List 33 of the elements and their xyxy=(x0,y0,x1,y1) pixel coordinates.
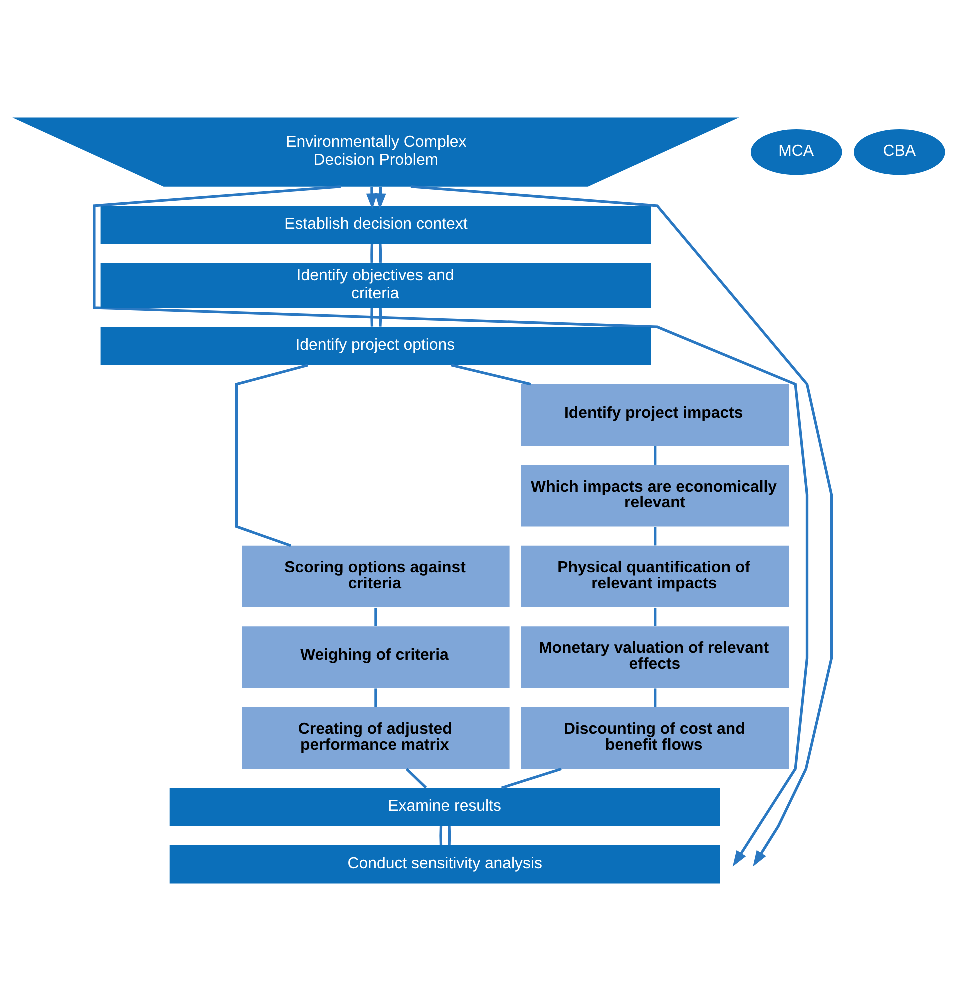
node-box: Which impacts are economically relevant xyxy=(522,464,790,526)
connector xyxy=(451,364,532,386)
connector xyxy=(406,768,428,788)
connector xyxy=(654,446,657,464)
node-box: Monetary valuation of relevant effects xyxy=(522,626,790,688)
connector xyxy=(654,607,657,626)
node-box: Creating of adjusted performance matrix xyxy=(242,706,510,769)
node-box: Physical quantification of relevant impacts xyxy=(522,545,790,608)
node-box: Examine results xyxy=(170,788,720,826)
connector xyxy=(448,826,452,845)
connector xyxy=(370,244,374,262)
node-box: Discounting of cost and benefit flows xyxy=(522,706,790,769)
connector xyxy=(440,826,443,845)
connector xyxy=(370,308,374,326)
node-box: Identify objectives and criteria xyxy=(100,262,652,308)
connector xyxy=(379,244,382,262)
connector xyxy=(235,364,308,547)
node-box: Scoring options against criteria xyxy=(242,545,510,608)
connector xyxy=(654,688,657,707)
connector xyxy=(374,607,378,626)
arrow xyxy=(410,185,834,866)
connector xyxy=(501,767,562,789)
node-box: Weighing of criteria xyxy=(242,626,510,688)
connector xyxy=(654,526,657,546)
node-box: Conduct sensitivity analysis xyxy=(170,845,720,884)
node-box: Establish decision context xyxy=(100,205,652,244)
arrow xyxy=(366,186,378,210)
node-ellipse: CBA xyxy=(854,129,946,175)
connector xyxy=(379,308,382,326)
connector xyxy=(374,688,378,707)
node-ellipse: MCA xyxy=(750,129,842,175)
node-box: Identify project impacts xyxy=(522,384,790,446)
node-box: Identify project options xyxy=(100,326,652,365)
